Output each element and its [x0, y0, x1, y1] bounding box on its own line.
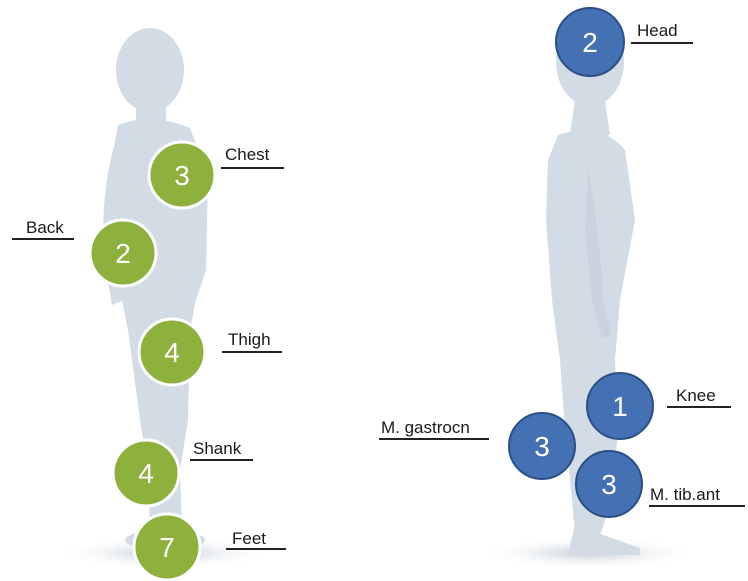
label-back: Back	[26, 218, 64, 238]
marker-m-tib-ant: 3	[576, 451, 642, 517]
underline-feet	[226, 548, 286, 550]
underline-shank	[190, 459, 253, 461]
underline-m-gastrocn	[379, 438, 489, 440]
underline-back	[12, 238, 74, 240]
marker-count-back: 2	[115, 238, 131, 269]
marker-head: 2	[556, 8, 624, 76]
label-shank: Shank	[193, 439, 241, 459]
underline-knee	[667, 406, 731, 408]
label-thigh: Thigh	[228, 330, 271, 350]
label-m-gastrocn: M. gastrocn	[381, 418, 470, 438]
marker-count-knee: 1	[612, 391, 628, 422]
label-head: Head	[637, 21, 678, 41]
underline-chest	[221, 167, 284, 169]
label-chest: Chest	[225, 145, 269, 165]
underline-thigh	[222, 351, 282, 353]
marker-count-m-gastrocn: 3	[534, 431, 550, 462]
marker-count-thigh: 4	[164, 337, 180, 368]
label-feet: Feet	[232, 529, 266, 549]
underline-m-tib-ant	[649, 505, 745, 507]
marker-count-head: 2	[582, 27, 598, 58]
marker-back: 2	[90, 220, 156, 286]
marker-feet: 7	[134, 514, 200, 580]
marker-m-gastrocn: 3	[509, 413, 575, 479]
marker-count-shank: 4	[138, 458, 154, 489]
label-m-tib-ant: M. tib.ant	[650, 485, 720, 505]
underline-head	[631, 42, 693, 44]
marker-count-m-tib-ant: 3	[601, 469, 617, 500]
marker-shank: 4	[113, 440, 179, 506]
marker-count-chest: 3	[174, 160, 190, 191]
marker-thigh: 4	[139, 319, 205, 385]
label-knee: Knee	[676, 386, 716, 406]
marker-knee: 1	[587, 373, 653, 439]
marker-count-feet: 7	[159, 532, 175, 563]
marker-chest: 3	[149, 142, 215, 208]
